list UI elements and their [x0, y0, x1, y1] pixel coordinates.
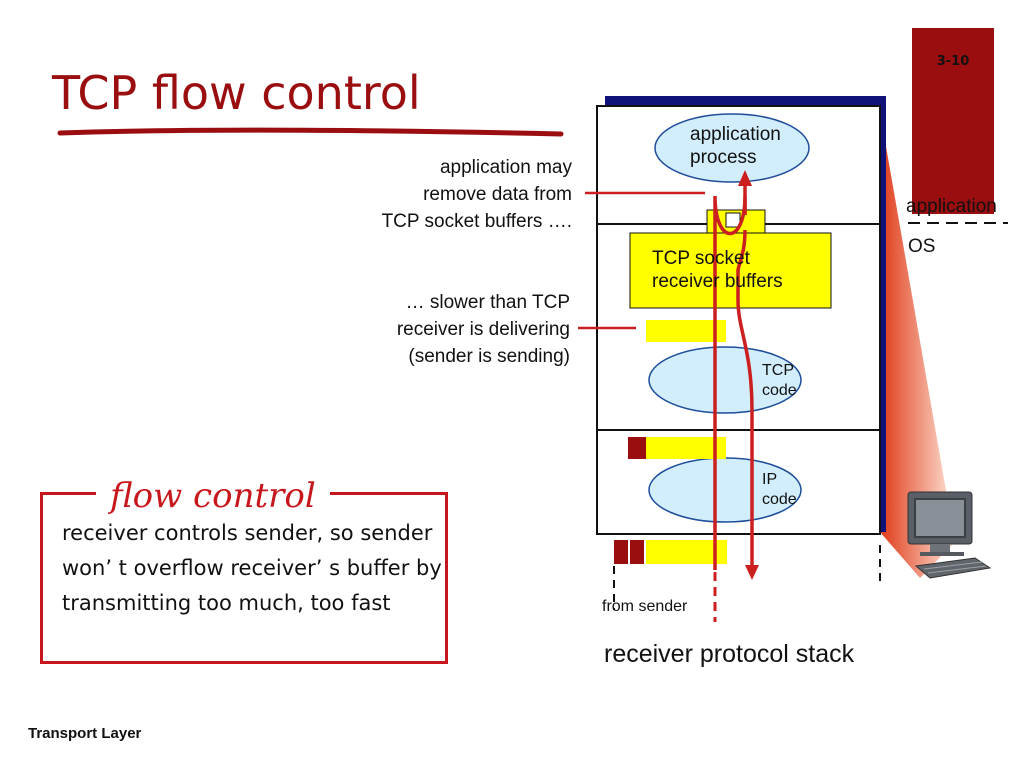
slide-title: TCP flow control [52, 66, 421, 120]
os-side-label: OS [908, 236, 936, 257]
tcp-buffers-label: TCP socket receiver buffers [652, 247, 783, 293]
down-arrow-head [745, 565, 759, 580]
tcp-code-ellipse [648, 346, 802, 414]
up-arrow-head [738, 170, 752, 186]
tcp-buffers-box [629, 232, 832, 309]
stack-caption: receiver protocol stack [604, 640, 855, 668]
segment-arriving-header-1 [614, 540, 628, 564]
from-sender-label: from sender [602, 598, 688, 615]
tcp-code-line-1: TCP [762, 362, 794, 379]
application-side-label: application [906, 196, 997, 217]
tcp-code-line-2: code [762, 382, 797, 399]
segment-ip-header [628, 437, 646, 459]
footer-label: Transport Layer [28, 725, 142, 742]
annotation-app-removes: application may remove data from TCP soc… [382, 154, 572, 235]
zoom-fan [880, 112, 955, 578]
socket-slot [725, 212, 741, 228]
annotation-2-line-3: (sender is sending) [408, 346, 570, 367]
annotation-1-line-1: application may [439, 157, 572, 178]
segment-ip-level [646, 437, 726, 459]
annotation-1-line-3: TCP socket buffers …. [381, 211, 572, 232]
annotation-2-line-1: … slower than TCP [405, 292, 570, 313]
annotation-slower-than-tcp: … slower than TCP receiver is delivering… [397, 289, 570, 370]
ip-code-line-2: code [762, 491, 797, 508]
tcp-code-label: TCP code [762, 361, 797, 401]
title-underline [57, 127, 564, 137]
flow-down-line [736, 229, 754, 565]
segment-arriving-header-2 [630, 540, 644, 564]
flow-control-title: flow control [96, 476, 330, 516]
computer-icon [907, 491, 992, 579]
application-process-ellipse [654, 113, 810, 183]
ip-code-line-1: IP [762, 471, 778, 488]
application-process-line-1: application [690, 124, 781, 145]
segment-tcp-level [646, 320, 726, 342]
page-number: 3-10 [936, 54, 970, 69]
annotation-2-line-2: receiver is delivering [396, 319, 570, 340]
page-number-tab: 3-10 [912, 28, 994, 214]
flow-control-definition: receiver controls sender, so sender won’… [62, 521, 442, 615]
application-process-label: application process [690, 123, 781, 169]
tcp-buffers-line-2: receiver buffers [652, 271, 783, 292]
ip-code-label: IP code [762, 470, 797, 510]
annotation-1-line-2: remove data from [423, 184, 572, 205]
tcp-buffers-line-1: TCP socket [652, 248, 750, 269]
application-process-line-2: process [690, 147, 757, 168]
